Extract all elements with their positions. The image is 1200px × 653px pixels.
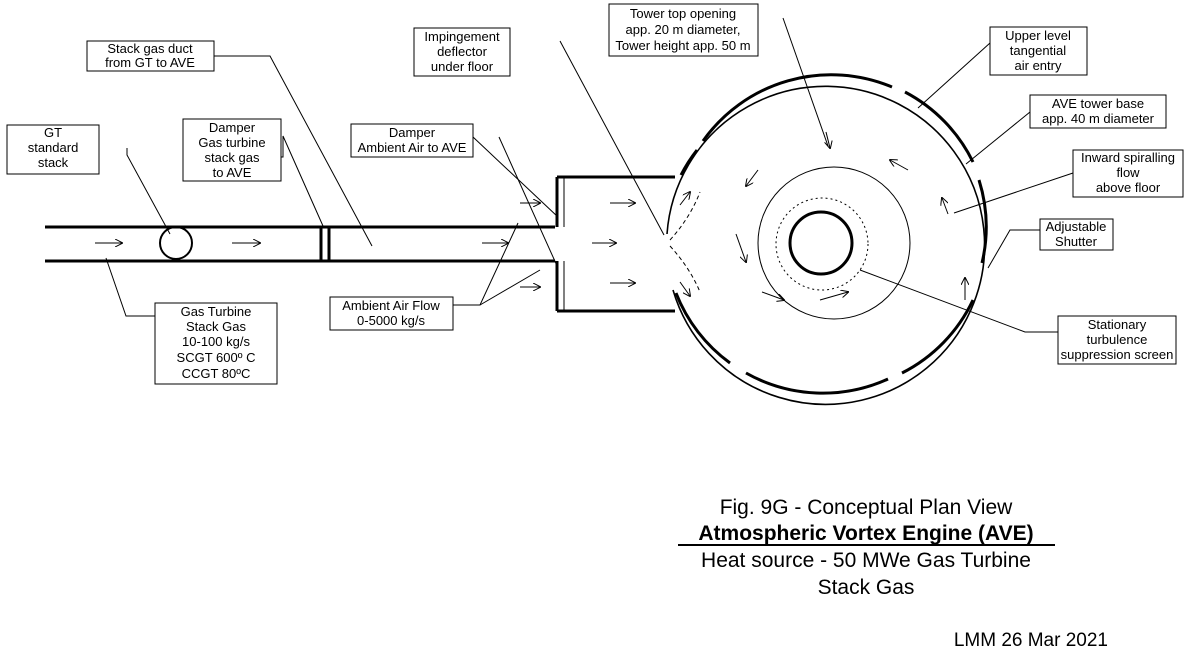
label-text: Stationary [1088, 317, 1147, 332]
label-text: app. 40 m diameter [1042, 111, 1155, 126]
caption-line-2: Atmospheric Vortex Engine (AVE) [698, 522, 1033, 545]
label-text: 0-5000 kg/s [357, 313, 425, 328]
label-text: Damper [209, 120, 256, 135]
label-text: Impingement [424, 29, 500, 44]
label-shutter: Adjustable Shutter [1039, 218, 1114, 251]
label-text: Tower top opening [630, 6, 736, 21]
caption-line-1: Fig. 9G - Conceptual Plan View [720, 496, 1013, 519]
caption-line-4: Stack Gas [818, 576, 915, 599]
label-text: Gas turbine [198, 135, 265, 150]
label-text: GT [44, 125, 62, 140]
label-ambient-air-flow: Ambient Air Flow 0-5000 kg/s [329, 296, 454, 331]
ave-tower-base [666, 85, 986, 406]
leader-lines [105, 17, 1074, 333]
label-turbulence-screen: Stationary turbulence suppression screen [1057, 315, 1177, 365]
upper-level-air-entry [674, 73, 988, 395]
label-text: Ambient Air to AVE [358, 140, 467, 155]
author-date: LMM 26 Mar 2021 [954, 630, 1108, 651]
label-text: Ambient Air Flow [342, 298, 440, 313]
label-text: to AVE [213, 165, 252, 180]
label-text: Damper [389, 125, 436, 140]
label-text: Stack Gas [186, 319, 246, 334]
label-text: air entry [1015, 58, 1062, 73]
label-text: Gas Turbine [181, 304, 252, 319]
label-text: flow [1116, 165, 1140, 180]
tower-top-opening [757, 166, 911, 320]
label-text: Stack gas duct [107, 41, 193, 56]
label-text: Tower height app. 50 m [615, 38, 750, 53]
label-text: AVE tower base [1052, 96, 1144, 111]
label-impingement: Impingement deflector under floor [413, 27, 511, 77]
label-text: under floor [431, 59, 494, 74]
label-text: CCGT 80ºC [182, 366, 251, 381]
label-gas-turbine: Gas Turbine Stack Gas 10-100 kg/s SCGT 6… [154, 302, 278, 385]
gt-damper [319, 228, 331, 260]
label-tower-top: Tower top opening app. 20 m diameter, To… [608, 3, 759, 57]
label-text: from GT to AVE [105, 55, 195, 70]
label-text: suppression screen [1061, 347, 1174, 362]
label-gt-stack: GT standard stack [6, 124, 100, 175]
vortex-flow-arrows [735, 131, 965, 300]
label-text: Adjustable [1046, 219, 1107, 234]
label-text: app. 20 m diameter, [626, 22, 741, 37]
stack-gas-duct [45, 225, 555, 263]
label-text: Upper level [1005, 28, 1071, 43]
label-stack-gas-duct: Stack gas duct from GT to AVE [86, 40, 215, 72]
figure-caption: Fig. 9G - Conceptual Plan View Atmospher… [678, 496, 1055, 599]
label-text: turbulence [1087, 332, 1148, 347]
label-tower-base: AVE tower base app. 40 m diameter [1029, 94, 1167, 129]
label-text: Inward spiralling [1081, 150, 1175, 165]
label-text: stack gas [205, 150, 260, 165]
label-damper-gt: Damper Gas turbine stack gas to AVE [182, 118, 282, 182]
label-upper-level: Upper level tangential air entry [989, 26, 1088, 76]
label-text: standard [28, 140, 79, 155]
label-text: 10-100 kg/s [182, 334, 250, 349]
label-text: Shutter [1055, 234, 1098, 249]
label-text: SCGT 600º C [177, 350, 256, 365]
label-text: above floor [1096, 180, 1161, 195]
label-inward-flow: Inward spiralling flow above floor [1072, 149, 1184, 198]
turbulence-suppression-screen [775, 197, 869, 291]
tower-core [788, 210, 854, 276]
label-text: stack [38, 155, 69, 170]
label-damper-ambient: Damper Ambient Air to AVE [350, 123, 474, 158]
ambient-air-damper [555, 175, 675, 313]
caption-line-3: Heat source - 50 MWe Gas Turbine [701, 549, 1031, 572]
ambient-flow-arrows [520, 203, 635, 287]
gt-stack-circle [159, 226, 193, 260]
label-text: tangential [1010, 43, 1066, 58]
impingement-deflector [669, 192, 701, 296]
label-text: deflector [437, 44, 488, 59]
